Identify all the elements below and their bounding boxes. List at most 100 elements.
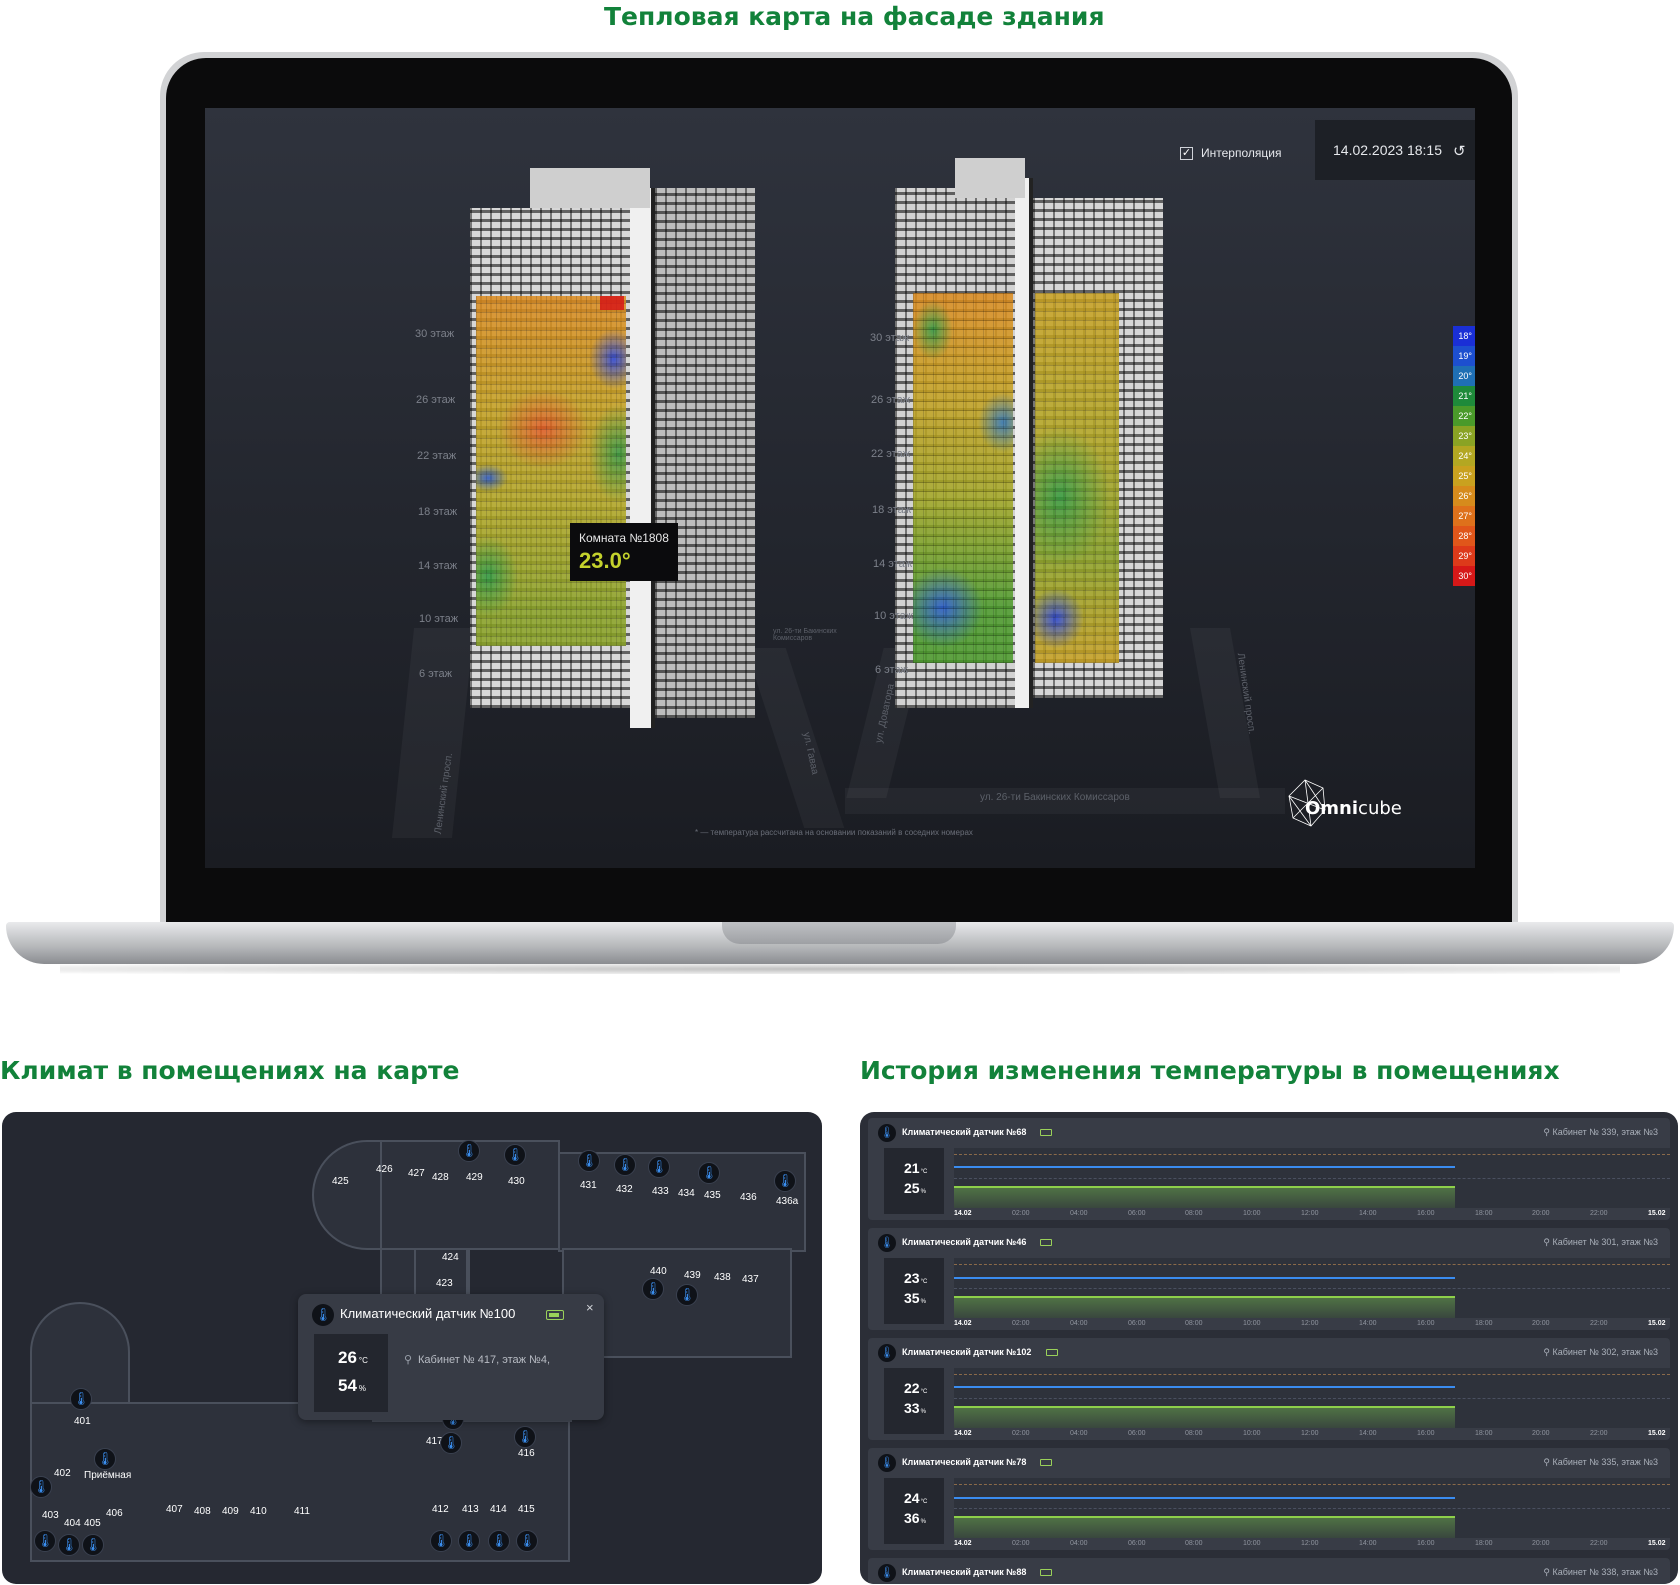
interpolation-toggle[interactable]: ✓ Интерполяция <box>1180 146 1281 160</box>
floor-label: 18 этаж <box>872 504 912 516</box>
floor-label: 10 этаж <box>419 613 459 625</box>
sensor-icon[interactable]: 🌡 <box>34 1530 56 1552</box>
time-tick: 14:00 <box>1359 1540 1377 1547</box>
sensor-icon[interactable]: 🌡 <box>614 1154 636 1176</box>
tower-left-slit <box>651 188 655 728</box>
time-tick: 16:00 <box>1417 1430 1435 1437</box>
legend-item: 29° <box>1453 546 1475 566</box>
battery-icon <box>1040 1459 1052 1466</box>
room-label: 425 <box>332 1176 349 1187</box>
omnicube-logo-icon <box>1288 779 1326 827</box>
time-tick: 15.02 <box>1648 1320 1666 1327</box>
sensor-icon[interactable]: 🌡 <box>430 1530 452 1552</box>
sensor-icon[interactable]: 🌡 <box>578 1150 600 1172</box>
time-tick: 18:00 <box>1475 1540 1493 1547</box>
time-tick: 02:00 <box>1012 1320 1030 1327</box>
sensor-icon[interactable]: 🌡 <box>642 1278 664 1300</box>
card-humidity: 25% <box>904 1180 926 1196</box>
legend-item: 23° <box>1453 426 1475 446</box>
sensor-icon[interactable]: 🌡 <box>676 1284 698 1306</box>
sensor-icon[interactable]: 🌡 <box>698 1162 720 1184</box>
sensor-history-card[interactable]: 🌡Климатический датчик №88⚲ Кабинет № 338… <box>868 1558 1670 1584</box>
card-location: ⚲ Кабинет № 339, этаж №3 <box>1543 1127 1658 1137</box>
tower-right <box>895 158 1195 758</box>
sensor-history-card[interactable]: 🌡Климатический датчик №68⚲ Кабинет № 339… <box>868 1118 1670 1220</box>
time-tick: 10:00 <box>1243 1430 1261 1437</box>
legend-item: 27° <box>1453 506 1475 526</box>
time-tick: 16:00 <box>1417 1540 1435 1547</box>
refresh-icon[interactable]: ↺ <box>1453 143 1466 160</box>
card-sensor-title: Климатический датчик №78 <box>902 1457 1027 1467</box>
history-chart[interactable] <box>954 1148 1670 1208</box>
card-sensor-title: Климатический датчик №68 <box>902 1127 1027 1137</box>
temperature-line <box>954 1277 1456 1279</box>
sensor-icon[interactable]: 🌡 <box>516 1530 538 1552</box>
sensor-icon[interactable]: 🌡 <box>82 1534 104 1556</box>
time-tick: 06:00 <box>1128 1320 1146 1327</box>
time-tick: 22:00 <box>1590 1210 1608 1217</box>
sensor-icon[interactable]: 🌡 <box>648 1156 670 1178</box>
tower-right-slit <box>1029 178 1033 708</box>
sensor-icon[interactable]: 🌡 <box>458 1140 480 1162</box>
sensor-icon[interactable]: 🌡 <box>774 1170 796 1192</box>
time-tick: 20:00 <box>1532 1210 1550 1217</box>
close-icon[interactable]: × <box>586 1300 594 1315</box>
sensor-icon[interactable]: 🌡 <box>58 1534 80 1556</box>
room-label: 428 <box>432 1172 449 1183</box>
time-tick: 18:00 <box>1475 1210 1493 1217</box>
sensor-history-card[interactable]: 🌡Климатический датчик №102⚲ Кабинет № 30… <box>868 1338 1670 1440</box>
interpolation-checkbox[interactable]: ✓ <box>1180 146 1193 160</box>
card-location: ⚲ Кабинет № 302, этаж №3 <box>1543 1347 1658 1357</box>
card-location: ⚲ Кабинет № 335, этаж №3 <box>1543 1457 1658 1467</box>
sensor-icon[interactable]: 🌡 <box>70 1388 92 1410</box>
popup-sensor-title: Климатический датчик №100 <box>340 1306 516 1321</box>
sensor-icon[interactable]: 🌡 <box>94 1448 116 1470</box>
legend-item: 25° <box>1453 466 1475 486</box>
street-label: ул. 26-ти Бакинских Комиссаров <box>773 628 837 642</box>
sensor-history-card[interactable]: 🌡Климатический датчик №46⚲ Кабинет № 301… <box>868 1228 1670 1330</box>
room-label: 434 <box>678 1188 695 1199</box>
history-chart[interactable] <box>954 1478 1670 1538</box>
time-tick: 15.02 <box>1648 1210 1666 1217</box>
history-chart[interactable] <box>954 1258 1670 1318</box>
sensor-icon[interactable]: 🌡 <box>30 1476 52 1498</box>
temperature-line <box>954 1497 1456 1499</box>
sensor-icon[interactable]: 🌡 <box>488 1530 510 1552</box>
card-location: ⚲ Кабинет № 301, этаж №3 <box>1543 1237 1658 1247</box>
room-label: 430 <box>508 1176 525 1187</box>
temperature-line <box>954 1386 1456 1388</box>
sensor-icon[interactable]: 🌡 <box>458 1530 480 1552</box>
tooltip-room-name: Комната №1808 <box>579 531 669 545</box>
room-label: 402 <box>54 1468 71 1479</box>
room-label: 403 <box>42 1510 59 1521</box>
room-label: 432 <box>616 1184 633 1195</box>
sensor-icon[interactable]: 🌡 <box>504 1144 526 1166</box>
time-tick: 02:00 <box>1012 1210 1030 1217</box>
room-label: 409 <box>222 1506 239 1517</box>
card-humidity: 35% <box>904 1290 926 1306</box>
card-sensor-title: Климатический датчик №102 <box>902 1347 1032 1357</box>
time-tick: 02:00 <box>1012 1430 1030 1437</box>
card-sensor-title: Климатический датчик №46 <box>902 1237 1027 1247</box>
sensor-icon[interactable]: 🌡 <box>440 1432 462 1454</box>
sensor-history-card[interactable]: 🌡Климатический датчик №78⚲ Кабинет № 335… <box>868 1448 1670 1550</box>
room-label: 411 <box>294 1506 310 1517</box>
datetime-picker[interactable]: 14.02.2023 18:15 ↺ <box>1315 120 1475 180</box>
humidity-line <box>954 1406 1456 1408</box>
legend-item: 22° <box>1453 406 1475 426</box>
humidity-line <box>954 1516 1456 1518</box>
tower-left-facade-b <box>655 188 755 718</box>
time-tick: 14:00 <box>1359 1430 1377 1437</box>
time-tick: 20:00 <box>1532 1320 1550 1327</box>
room-label: 427 <box>408 1168 425 1179</box>
history-chart[interactable] <box>954 1368 1670 1428</box>
tower-left <box>470 168 770 768</box>
room-label: 437 <box>742 1274 759 1285</box>
room-label: 439 <box>684 1270 701 1281</box>
time-tick: 12:00 <box>1301 1430 1319 1437</box>
sensor-icon[interactable]: 🌡 <box>514 1426 536 1448</box>
bottom-wing <box>30 1402 570 1562</box>
time-tick: 22:00 <box>1590 1320 1608 1327</box>
